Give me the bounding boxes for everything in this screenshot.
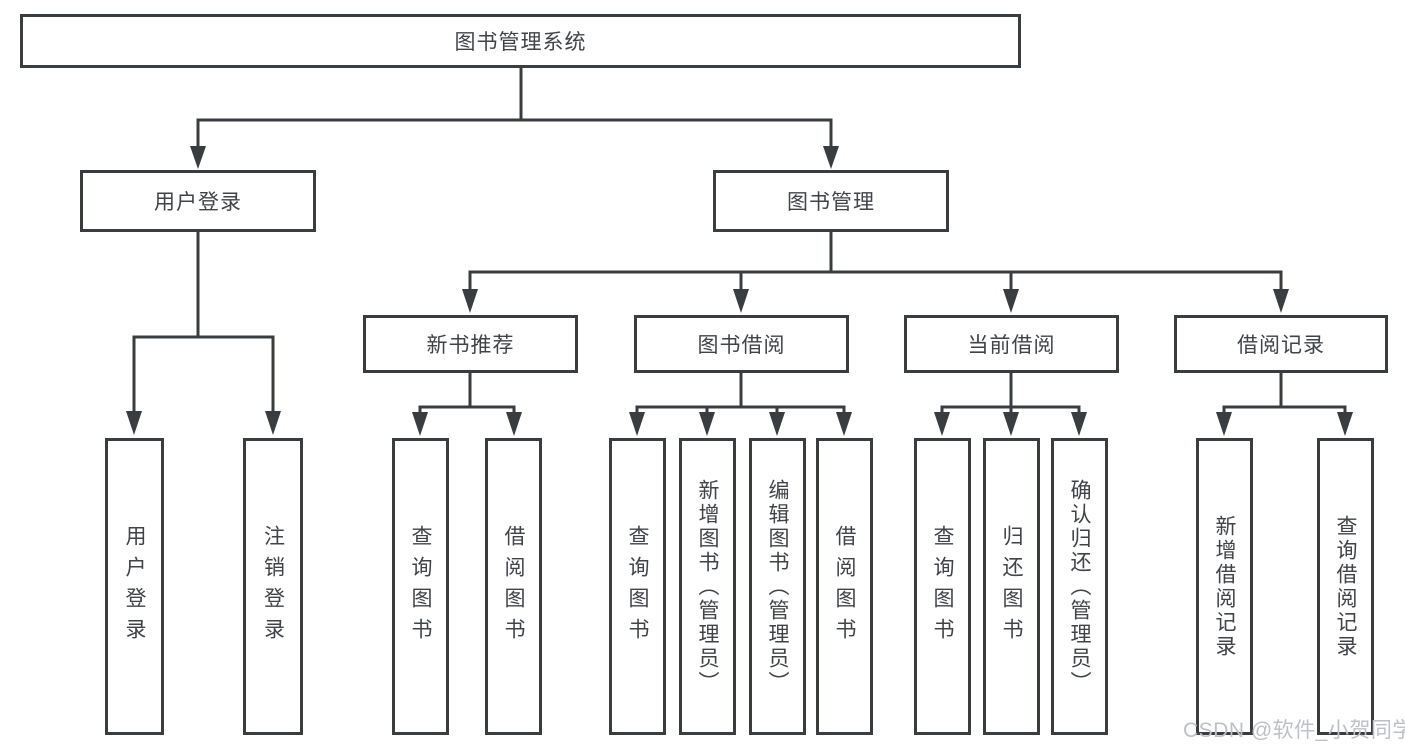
connector-new-books-branch bbox=[412, 373, 522, 436]
node-leaf-query-books-recommend: 查询图书 bbox=[392, 438, 449, 735]
node-new-book-recommend: 新书推荐 bbox=[363, 315, 578, 373]
node-root-system: 图书管理系统 bbox=[20, 14, 1021, 68]
node-leaf-edit-books-admin: 编辑图书（管理员） bbox=[749, 438, 806, 735]
connector-current-borrow-branch bbox=[934, 373, 1087, 436]
node-leaf-query-borrow-record: 查询借阅记录 bbox=[1317, 438, 1374, 735]
node-leaf-logout: 注销登录 bbox=[243, 438, 303, 735]
node-book-management: 图书管理 bbox=[713, 170, 949, 232]
node-current-borrowing: 当前借阅 bbox=[904, 315, 1119, 373]
node-leaf-borrow-books: 借阅图书 bbox=[816, 438, 873, 735]
connector-book-mgmt-branch bbox=[462, 232, 1289, 313]
node-leaf-user-login: 用户登录 bbox=[105, 438, 164, 735]
csdn-watermark: CSDN @软件_小贺同学 bbox=[1183, 719, 1405, 742]
node-leaf-borrow-books-recommend: 借阅图书 bbox=[485, 438, 542, 735]
node-leaf-add-borrow-record: 新增借阅记录 bbox=[1196, 438, 1253, 735]
node-leaf-query-books-borrow: 查询图书 bbox=[609, 438, 666, 735]
node-leaf-return-books: 归还图书 bbox=[983, 438, 1040, 735]
node-leaf-query-books-current: 查询图书 bbox=[914, 438, 971, 735]
connector-root-to-level2 bbox=[190, 67, 839, 169]
connector-book-borrow-branch bbox=[629, 373, 852, 436]
node-leaf-add-books-admin: 新增图书（管理员） bbox=[679, 438, 736, 735]
connector-borrow-records-branch bbox=[1216, 373, 1353, 436]
node-book-borrowing: 图书借阅 bbox=[634, 315, 849, 373]
node-leaf-confirm-return-admin: 确认归还（管理员） bbox=[1051, 438, 1108, 735]
connector-user-login-branch bbox=[126, 232, 281, 435]
node-borrowing-records: 借阅记录 bbox=[1174, 315, 1388, 373]
node-user-login: 用户登录 bbox=[80, 170, 316, 232]
